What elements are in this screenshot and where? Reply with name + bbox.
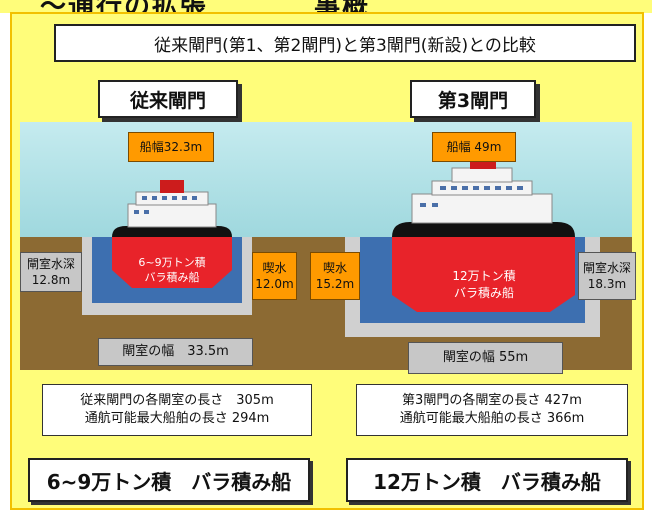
right-max-ship-length: 通航可能最大船舶の長さ 366m (399, 411, 585, 426)
right-ship-deck (392, 222, 575, 237)
right-ship-caption: 12万トン積 バラ積み船 (346, 458, 628, 502)
left-ship-caption: 6~9万トン積 バラ積み船 (28, 458, 310, 502)
left-ship-deck (112, 226, 232, 237)
left-ship-text: 6~9万トン積 バラ積み船 (125, 255, 219, 285)
right-depth-value: 18.3m (587, 277, 627, 291)
right-ship-capacity: 12万トン積 (452, 269, 516, 283)
left-max-ship-length: 通航可能最大船舶の長さ 294m (84, 411, 270, 426)
right-ship-type: バラ積み船 (453, 286, 514, 300)
left-ship-superstructure (127, 203, 217, 228)
left-info-box: 従来閘門の各閘室の長さ 305m 通航可能最大船舶の長さ 294m (42, 384, 312, 436)
right-beam-label: 船幅 49m (432, 132, 516, 162)
cut-off-heading: 〜通行の拡張 事概 (0, 0, 652, 13)
left-ship-funnel (160, 180, 184, 193)
left-draft-title: 喫水 (262, 261, 287, 275)
right-width-label: 閘室の幅 55m (408, 342, 563, 374)
left-depth-title: 閘室水深 (26, 257, 75, 271)
right-chamber-length: 第3閘門の各閘室の長さ 427m (402, 393, 582, 408)
right-ship-hull (392, 237, 575, 312)
right-ship-superstructure (411, 193, 553, 224)
right-draft-label: 喫水 15.2m (310, 252, 360, 300)
right-lock-label: 第3閘門 (410, 80, 536, 118)
right-depth-label: 閘室水深 18.3m (578, 252, 636, 300)
right-draft-value: 15.2m (315, 277, 355, 291)
right-info-box: 第3閘門の各閘室の長さ 427m 通航可能最大船舶の長さ 366m (356, 384, 628, 436)
left-ship-capacity: 6~9万トン積 (138, 256, 206, 269)
left-chamber-length: 従来閘門の各閘室の長さ 305m (80, 393, 274, 408)
right-ship-text: 12万トン積 バラ積み船 (425, 268, 543, 302)
right-draft-title: 喫水 (322, 261, 347, 275)
left-ship-windows (134, 196, 197, 214)
left-ship-hull (112, 237, 232, 288)
left-ship-type: バラ積み船 (144, 271, 200, 284)
left-width-label: 閘室の幅 33.5m (98, 338, 253, 366)
comparison-title: 従来閘門(第1、第2閘門)と第3閘門(新設)との比較 (54, 24, 636, 62)
right-ship-upper (451, 167, 513, 183)
left-beam-label: 船幅32.3m (128, 132, 214, 162)
right-ship-windows (420, 186, 523, 207)
left-depth-label: 閘室水深 12.8m (20, 252, 82, 292)
left-draft-label: 喫水 12.0m (252, 252, 297, 300)
right-depth-title: 閘室水深 (582, 261, 631, 275)
left-lock-label: 従来閘門 (98, 80, 238, 118)
left-depth-value: 12.8m (31, 273, 71, 287)
left-draft-value: 12.0m (255, 277, 294, 291)
